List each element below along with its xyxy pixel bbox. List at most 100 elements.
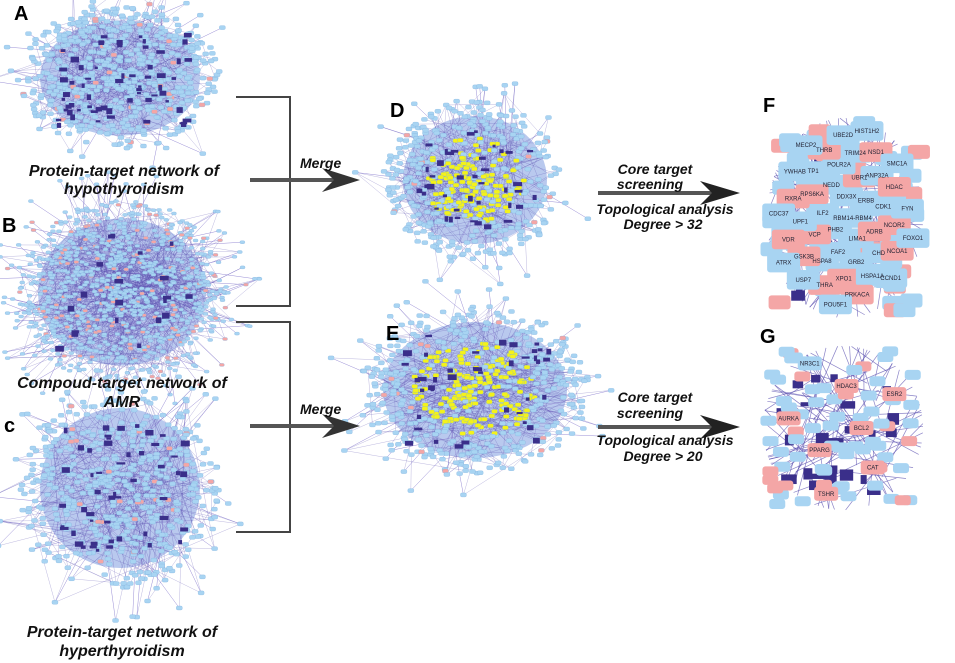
network-node (121, 189, 127, 193)
network-node (52, 485, 59, 490)
edge (57, 353, 142, 371)
network-node (471, 182, 478, 187)
network-node (132, 358, 139, 363)
network-node (182, 554, 189, 559)
edge (473, 125, 514, 135)
network-node (179, 476, 187, 481)
dense-edges (78, 65, 84, 71)
network-node (190, 363, 197, 367)
network-node (157, 460, 165, 465)
network-node (536, 232, 543, 238)
network-node (183, 432, 190, 437)
network-node (58, 490, 65, 496)
network-node (168, 451, 176, 456)
network-node (174, 314, 181, 318)
network-node (105, 355, 111, 359)
dense-edges (95, 120, 101, 123)
network-node (2, 350, 8, 354)
network-node (53, 28, 60, 34)
network-node (95, 267, 101, 271)
dense-edges (89, 519, 94, 522)
network-node (154, 512, 161, 518)
network-node (471, 239, 479, 244)
network-node (35, 542, 42, 547)
network-node (140, 455, 147, 460)
network-node (82, 439, 89, 445)
edge (113, 240, 182, 278)
network-node (502, 205, 509, 210)
network-node (179, 318, 185, 322)
network-node (54, 130, 62, 136)
network-node (124, 371, 131, 375)
network-node (131, 313, 138, 317)
edge (97, 428, 141, 546)
network-node (108, 82, 115, 87)
dense-edges (425, 166, 429, 173)
edge (147, 401, 191, 433)
network-node (409, 162, 417, 167)
edge (115, 40, 179, 132)
network-node (121, 252, 128, 256)
network-b (0, 170, 263, 406)
network-node (54, 310, 61, 314)
network-node (219, 25, 226, 30)
dense-edges (444, 216, 449, 222)
network-node (7, 68, 15, 73)
network-node (67, 123, 74, 128)
network-node (32, 76, 39, 81)
network-node (170, 247, 176, 252)
network-node (74, 314, 80, 318)
network-node (199, 462, 207, 467)
dense-edges (81, 507, 88, 513)
network-node (202, 51, 209, 57)
network-node (117, 347, 124, 351)
network-node (54, 321, 60, 325)
network-node (228, 317, 234, 322)
network-node (128, 127, 135, 132)
edge (147, 401, 204, 465)
network-node (84, 229, 90, 233)
network-node (105, 469, 113, 474)
network-node (510, 168, 517, 173)
network-node (463, 209, 470, 214)
network-node (115, 203, 121, 207)
network-node (42, 315, 49, 319)
network-node (36, 333, 42, 337)
network-node (395, 146, 403, 151)
dense-edges (61, 467, 70, 473)
network-node (38, 327, 44, 331)
network-node (479, 107, 486, 113)
network-node (56, 59, 63, 65)
network-node (463, 187, 470, 193)
network-node (147, 339, 154, 343)
dense-edges (106, 437, 112, 440)
network-node (56, 448, 63, 453)
network-node (114, 307, 120, 312)
network-e (327, 279, 615, 498)
network-node (392, 197, 400, 203)
network-node (99, 51, 107, 56)
edge (125, 376, 179, 474)
network-node (424, 209, 431, 215)
network-node (393, 155, 400, 160)
network-node (114, 352, 120, 356)
network-node (142, 204, 149, 208)
network-node (50, 418, 57, 423)
network-node (211, 546, 218, 551)
network-node (109, 123, 116, 128)
network-node (54, 261, 60, 265)
network-node (466, 212, 474, 218)
network-node (68, 363, 74, 367)
network-node (95, 213, 101, 217)
network-node (207, 479, 214, 484)
edge (75, 223, 163, 245)
edge (225, 278, 260, 308)
network-node (490, 133, 497, 138)
network-node (67, 439, 75, 444)
network-node (73, 253, 79, 258)
network-node (190, 436, 197, 441)
network-node (142, 221, 148, 225)
network-node (167, 366, 173, 370)
network-node (198, 311, 204, 315)
edge (0, 520, 94, 532)
